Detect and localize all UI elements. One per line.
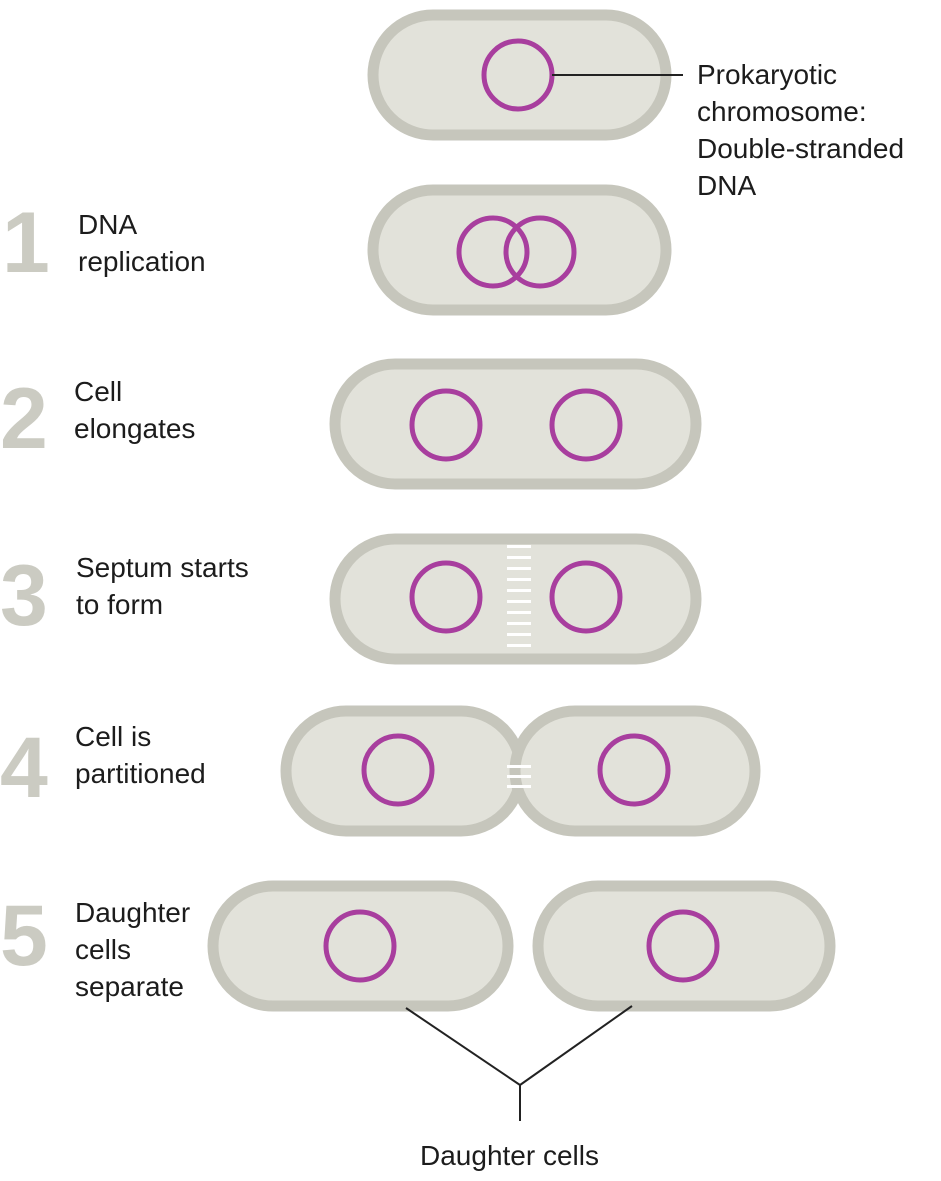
septum-dash <box>507 567 531 570</box>
septum-dash <box>507 633 531 636</box>
septum-dash <box>507 545 531 548</box>
septum-formed <box>507 765 531 788</box>
step-label-line: Daughter <box>75 897 191 928</box>
chromosome-label-line-2: chromosome: <box>697 96 867 127</box>
step-label-line: elongates <box>74 413 196 444</box>
septum-forming <box>507 545 531 647</box>
cell-body <box>367 184 672 316</box>
septum-dash <box>507 785 531 788</box>
daughter-cell-left <box>207 880 514 1012</box>
septum-dash <box>507 578 531 581</box>
septum-dash <box>507 644 531 647</box>
daughter-cells-bracket <box>405 1005 633 1121</box>
step-label-line: cells <box>75 934 132 965</box>
step-label-1: DNA replication <box>78 206 206 280</box>
cell-body-left <box>280 705 527 837</box>
step-label-line: to form <box>76 589 164 620</box>
cell-stage-5 <box>207 880 836 1012</box>
chromosome <box>409 388 483 462</box>
step-number-5: 5 <box>0 888 48 984</box>
cell-stage-4 <box>280 705 761 837</box>
chromosome <box>409 560 483 634</box>
step-label-line: Cell <box>74 376 123 407</box>
cell-body <box>329 358 702 490</box>
step-label-line: separate <box>75 971 184 1002</box>
step-number-4: 4 <box>0 720 48 816</box>
septum-dash <box>507 589 531 592</box>
septum-dash <box>507 600 531 603</box>
step-number-2: 2 <box>0 371 48 467</box>
step-label-line: DNA <box>78 209 138 240</box>
chromosome-label-line-1: Prokaryotic <box>697 59 838 90</box>
step-label-line: Septum starts <box>76 552 249 583</box>
cell-body-right <box>509 705 761 837</box>
chromosome <box>646 909 720 983</box>
cell-stage-0 <box>367 9 683 141</box>
cell-stage-2 <box>329 358 702 490</box>
chromosome <box>549 560 623 634</box>
chromosome <box>549 388 623 462</box>
step-label-line: Cell is <box>75 721 152 752</box>
step-number-1: 1 <box>2 195 50 291</box>
chromosome <box>597 733 671 807</box>
step-label-3: Septum starts to form <box>76 549 249 623</box>
chromosome-label-line-4: DNA <box>697 170 757 201</box>
chromosome <box>361 733 435 807</box>
chromosome <box>323 909 397 983</box>
daughter-cells-label: Daughter cells <box>420 1140 599 1171</box>
chromosome <box>456 215 530 289</box>
daughter-cell-right <box>532 880 836 1012</box>
step-label-line: replication <box>78 246 206 277</box>
step-label-line: partitioned <box>75 758 206 789</box>
step-label-5: Daughter cells separate <box>75 894 190 1005</box>
cell-stage-3 <box>329 533 702 665</box>
septum-dash <box>507 611 531 614</box>
cell-stage-1 <box>367 184 672 316</box>
bracket-line-right <box>519 1005 633 1086</box>
step-label-2: Cell elongates <box>74 373 195 447</box>
chromosome-label-line-3: Double-stranded <box>697 133 905 164</box>
step-label-4: Cell is partitioned <box>75 718 206 792</box>
septum-dash <box>507 775 531 778</box>
step-number-3: 3 <box>0 548 48 644</box>
bracket-line-left <box>405 1007 521 1086</box>
septum-dash <box>507 622 531 625</box>
septum-dash <box>507 765 531 768</box>
septum-dash <box>507 556 531 559</box>
chromosome <box>503 215 577 289</box>
chromosome-label: Prokaryotic chromosome: Double-stranded … <box>697 56 904 204</box>
